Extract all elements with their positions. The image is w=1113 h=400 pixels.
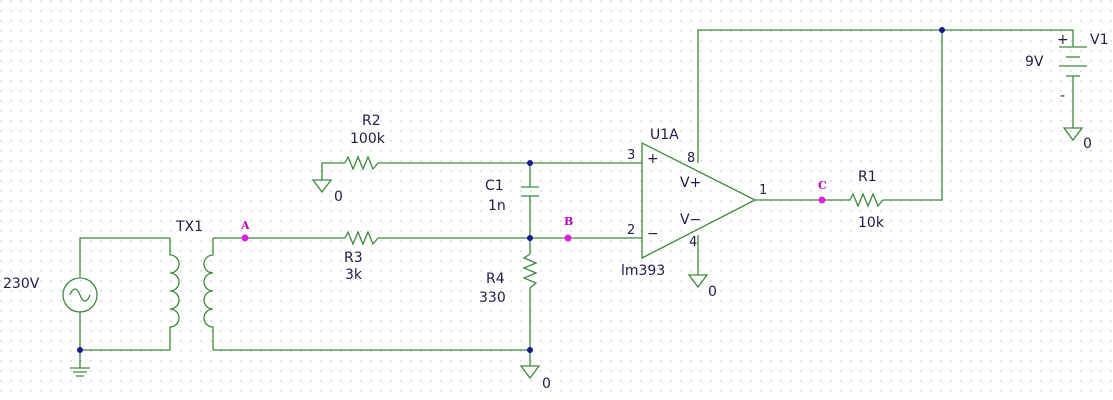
- wire-r1-to-supply: [883, 30, 943, 201]
- c1-value-label: 1n: [488, 198, 506, 214]
- transformer-tx1[interactable]: TX1: [169, 219, 214, 350]
- resistor-r4[interactable]: R4 330: [479, 253, 538, 306]
- r2-value-label: 100k: [350, 131, 386, 147]
- opamp-pin4-label: 4: [689, 235, 697, 250]
- battery-plus-sign: +: [1057, 32, 1069, 48]
- r2-ref-label: R2: [362, 113, 381, 129]
- ac-source[interactable]: 230V: [3, 276, 98, 313]
- battery-ref-label: V1: [1090, 32, 1108, 48]
- ground-triangle-icon: [311, 179, 333, 194]
- r1-ref-label: R1: [858, 169, 877, 185]
- wire-source-top: [79, 237, 170, 277]
- junction-dot: [527, 347, 533, 353]
- r4-zigzag: [522, 253, 538, 289]
- transformer-ref-label: TX1: [175, 219, 203, 235]
- comparator-u1a[interactable]: U1A lm393 3 2 + − 8 V+ V− 4 1: [621, 127, 767, 279]
- probe-a-marker: [241, 234, 249, 242]
- ac-source-symbol: [62, 277, 98, 313]
- opamp-triangle: [641, 141, 757, 260]
- opamp-vminus-label: V−: [680, 212, 701, 228]
- probe-c-marker: [818, 196, 826, 204]
- probe-b[interactable]: B: [564, 215, 573, 242]
- opamp-pin3-label: 3: [627, 148, 635, 163]
- r4-ref-label: R4: [486, 271, 505, 287]
- opamp-part-label: lm393: [621, 263, 665, 279]
- opamp-pin2-label: 2: [627, 223, 635, 238]
- r4-value-label: 330: [479, 290, 506, 306]
- ground-triangle-icon: [1062, 127, 1084, 142]
- opamp-vplus-label: V+: [680, 175, 701, 191]
- opamp-plus-sign: +: [647, 151, 659, 167]
- wire-ground-r2: [321, 162, 345, 180]
- ground-label: 0: [334, 189, 343, 205]
- junction-dot: [77, 347, 83, 353]
- probe-b-marker: [564, 234, 572, 242]
- resistor-r3[interactable]: R3 3k: [344, 230, 379, 283]
- ground-label: 0: [1083, 136, 1092, 152]
- resistor-r2[interactable]: R2 100k: [344, 113, 386, 171]
- probe-a[interactable]: A: [240, 219, 250, 242]
- ground-earth-source: [70, 367, 90, 377]
- r3-value-label: 3k: [345, 267, 363, 283]
- opamp-pin8-label: 8: [687, 151, 695, 166]
- earth-ground-icon: [70, 367, 90, 377]
- junctions: [77, 27, 945, 353]
- junction-dot: [527, 235, 533, 241]
- r1-value-label: 10k: [858, 215, 885, 231]
- ground-battery: 0: [1062, 127, 1092, 152]
- probe-c[interactable]: C: [818, 179, 827, 204]
- probe-c-label: C: [818, 179, 827, 192]
- sine-icon: [69, 288, 91, 302]
- wire-supply-rail: [697, 29, 1074, 163]
- ground-opamp: 0: [687, 274, 717, 300]
- battery-minus-sign: -: [1060, 88, 1065, 104]
- wires: [79, 29, 1074, 368]
- opamp-pin1-label: 1: [759, 183, 767, 198]
- r2-zigzag: [344, 155, 379, 171]
- resistor-r1[interactable]: R1 10k: [849, 169, 885, 231]
- transformer-primary-coil: [169, 238, 180, 350]
- ground-label: 0: [542, 376, 551, 392]
- junction-dot: [527, 160, 533, 166]
- ground-r4: 0: [519, 365, 551, 392]
- battery-value-label: 9V: [1025, 54, 1044, 70]
- c1-ref-label: C1: [485, 178, 504, 194]
- r3-zigzag: [344, 230, 379, 246]
- probe-b-label: B: [564, 215, 573, 228]
- r1-zigzag: [849, 192, 884, 208]
- opamp-minus-sign: −: [647, 226, 659, 242]
- transformer-secondary-coil: [203, 238, 214, 350]
- capacitor-c1[interactable]: C1 1n: [485, 178, 539, 214]
- probe-a-label: A: [240, 219, 250, 232]
- battery-v1[interactable]: + - V1 9V: [1025, 32, 1108, 104]
- ground-triangle-icon: [519, 365, 541, 380]
- source-value-label: 230V: [3, 276, 40, 292]
- r3-ref-label: R3: [344, 250, 363, 266]
- opamp-ref-label: U1A: [650, 127, 679, 143]
- junction-dot: [939, 27, 945, 33]
- ground-r2: 0: [311, 179, 343, 205]
- ground-label: 0: [708, 284, 717, 300]
- ground-triangle-icon: [687, 274, 709, 289]
